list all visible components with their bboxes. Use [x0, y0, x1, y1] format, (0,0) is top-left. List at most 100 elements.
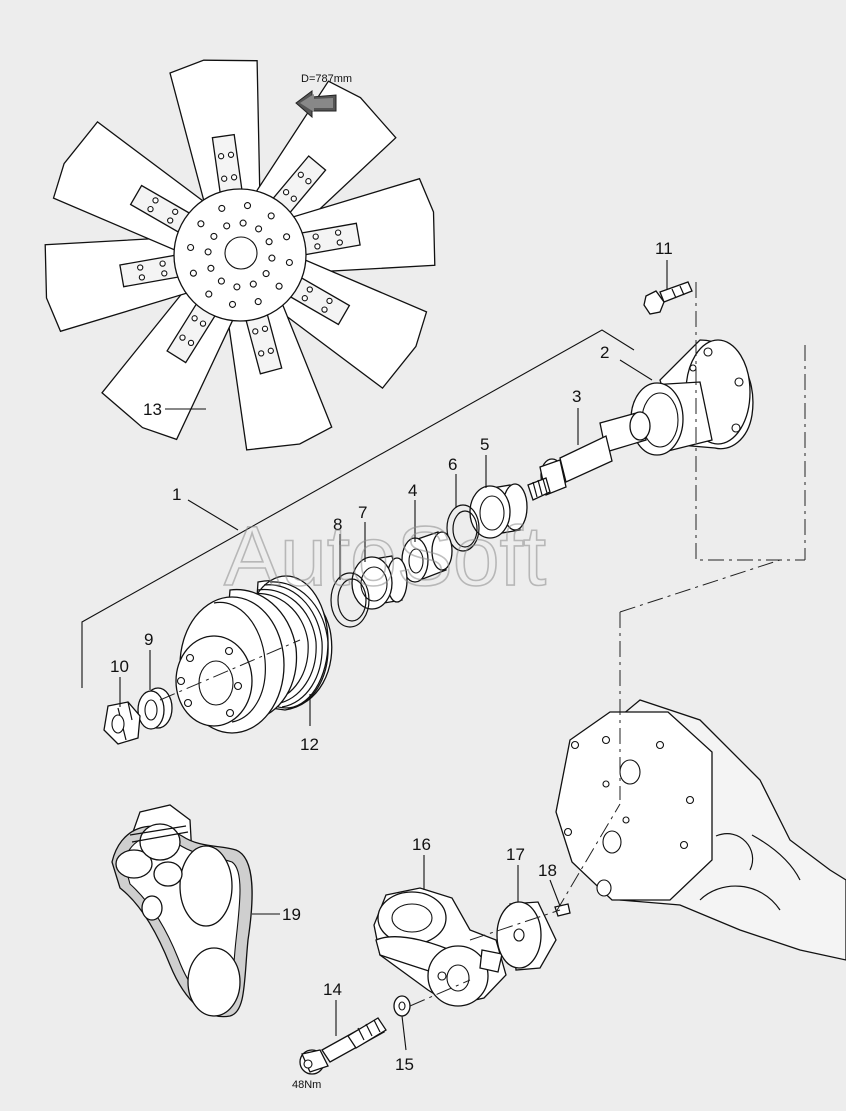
callout-9: 9 [144, 630, 153, 649]
callout-15: 15 [395, 1055, 414, 1074]
rivet [191, 315, 198, 322]
leader-lines [119, 260, 668, 1051]
callout-14: 14 [323, 980, 342, 999]
hub-hole [205, 290, 213, 298]
ring-8 [330, 572, 370, 628]
hub-hole [285, 258, 293, 267]
hub-hole [233, 283, 241, 291]
rivet [326, 297, 333, 305]
hub-hole [189, 269, 197, 277]
belt-19 [111, 804, 253, 1018]
callout-19: 19 [282, 905, 301, 924]
hub-hole [228, 300, 237, 308]
hub-hole [187, 243, 195, 252]
rivet [267, 347, 274, 354]
rivet [187, 339, 195, 347]
pulley-12 [175, 575, 333, 734]
hub-hole [243, 202, 252, 210]
hub-hole [275, 282, 283, 290]
rivet [290, 195, 297, 202]
rivet [147, 205, 154, 213]
rivet [305, 178, 312, 185]
tensioner-16 [373, 887, 507, 1007]
callout-16: 16 [412, 835, 431, 854]
callout-8: 8 [333, 515, 342, 534]
rivet [179, 334, 186, 341]
rivet [199, 320, 207, 327]
rivet [321, 306, 328, 313]
rivet [261, 325, 269, 332]
callout-10: 10 [110, 657, 129, 676]
fan-hub-holes [187, 202, 293, 308]
hub-hole [239, 219, 247, 227]
rivet [161, 270, 168, 277]
bolt-14 [299, 1017, 387, 1075]
hub-hole [197, 220, 205, 228]
bolt-11 [643, 281, 693, 315]
hub-hole [223, 222, 231, 230]
rivet [258, 350, 265, 357]
rivet [282, 189, 290, 196]
circlip-6 [446, 504, 480, 552]
hub-hole [265, 238, 273, 246]
rivet [230, 174, 238, 181]
assembly-axis-lines [159, 282, 806, 1007]
fan-center-bore [224, 236, 258, 270]
hub-hole [268, 254, 276, 262]
hub-hole [207, 264, 215, 272]
callout-5: 5 [480, 435, 489, 454]
hub-hole [204, 248, 212, 256]
nut-10 [103, 701, 141, 745]
callout-labels: 1 2 3 4 5 6 7 8 9 10 11 12 13 14 15 16 1… [110, 239, 673, 1074]
torque-note: 48Nm [292, 1079, 321, 1091]
bearing-housing-2 [630, 339, 754, 456]
washer-9 [137, 687, 173, 730]
rivet [314, 243, 321, 250]
rivet [297, 171, 304, 178]
rivet [312, 233, 319, 240]
spacer-17 [496, 901, 557, 971]
hub-hole [283, 233, 291, 241]
callout-6: 6 [448, 455, 457, 474]
rivet [172, 208, 179, 215]
bearing-7 [351, 555, 408, 610]
watermark: AutoSoft [224, 509, 546, 603]
hub-hole [254, 298, 262, 306]
rivet [159, 260, 166, 267]
fan-diameter-note: D=787mm [301, 73, 352, 85]
hub-hole [249, 280, 257, 288]
airflow-arrow-icon [295, 90, 337, 119]
rivet [152, 197, 159, 204]
spacer-4 [401, 531, 453, 583]
mounting-plate [555, 699, 846, 961]
hub-hole [217, 277, 225, 285]
rivet [252, 328, 259, 335]
rivet [221, 175, 228, 182]
assembly-group-bracket [81, 329, 635, 688]
rivet [217, 153, 225, 160]
shaft-3 [527, 411, 651, 501]
callout-12: 12 [300, 735, 319, 754]
callout-18: 18 [538, 861, 557, 880]
callout-1: 1 [172, 485, 181, 504]
hub-hole [255, 225, 263, 233]
rivet [167, 217, 174, 224]
rivet [301, 295, 308, 302]
washer-15 [393, 995, 411, 1017]
rivet [334, 229, 342, 236]
rivet [137, 264, 144, 271]
callout-3: 3 [572, 387, 581, 406]
hub-hole [267, 212, 275, 220]
rivet [227, 151, 235, 158]
callout-17: 17 [506, 845, 525, 864]
hub-hole [262, 270, 270, 278]
callout-13: 13 [143, 400, 162, 419]
fan-13 [44, 59, 436, 451]
rivet [336, 239, 343, 246]
rivet [138, 274, 146, 281]
hub-hole [218, 204, 226, 212]
callout-4: 4 [408, 481, 417, 500]
rivet [306, 286, 313, 293]
callout-2: 2 [600, 343, 609, 362]
bearing-5 [469, 483, 528, 539]
